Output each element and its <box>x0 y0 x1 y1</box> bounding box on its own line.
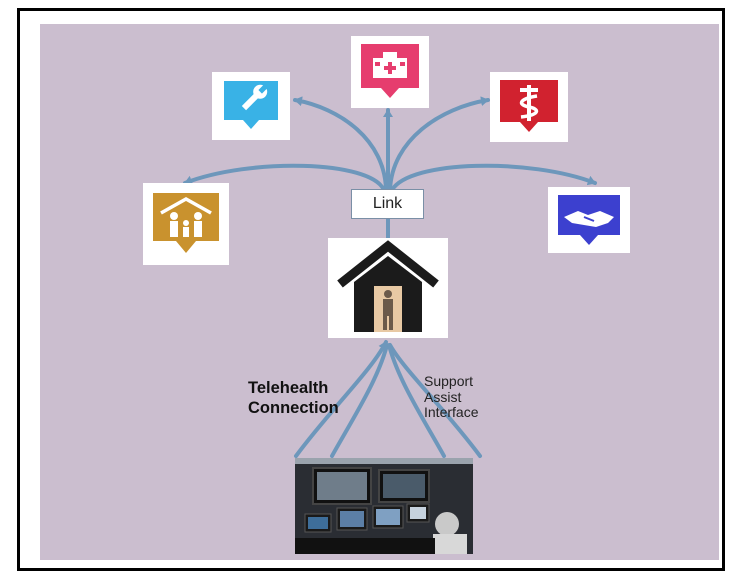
monitoring-station-photo <box>295 458 473 554</box>
connection-line-3 <box>387 343 446 458</box>
arrow-to-wrench <box>293 96 388 192</box>
caduceus-tile <box>490 72 568 142</box>
arrow-to-family <box>183 163 386 192</box>
link-label: Link <box>351 189 424 219</box>
support-label-line-2: Assist <box>424 388 462 405</box>
connection-line-1 <box>294 340 388 458</box>
house-tile <box>328 238 448 338</box>
handshake-icon <box>558 195 620 245</box>
home-with-person-icon <box>337 240 439 332</box>
support-label-line-3: Interface <box>424 404 479 420</box>
caduceus-icon <box>500 80 558 132</box>
family-tile <box>143 183 229 265</box>
connection-label-line-1: Telehealth <box>248 379 329 397</box>
support-assist-label: Support Assist Interface <box>424 373 479 421</box>
connection-label-line-2: Connection <box>248 399 339 417</box>
connection-line-4 <box>388 343 482 458</box>
wrench-tile <box>212 72 290 140</box>
arrow-to-handshake <box>390 163 597 192</box>
family-home-icon <box>153 193 219 253</box>
arrow-to-caduceus <box>388 96 490 192</box>
handshake-tile <box>548 187 630 253</box>
wrench-icon <box>224 81 278 129</box>
support-label-line-1: Support <box>424 373 474 389</box>
telehealth-connection-label: Telehealth Connection <box>248 378 339 418</box>
hospital-icon <box>361 44 419 98</box>
connection-line-2 <box>330 343 389 458</box>
hospital-tile <box>351 36 429 108</box>
